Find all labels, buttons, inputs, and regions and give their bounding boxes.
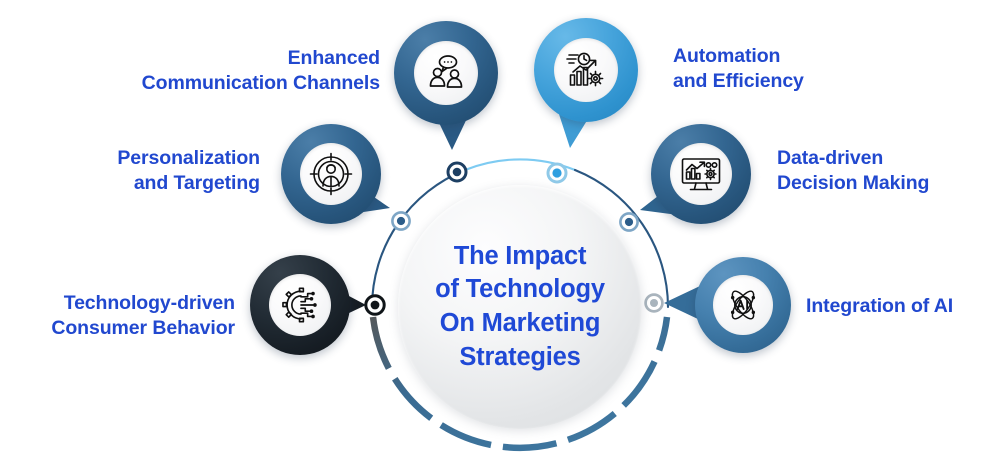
node-data-driven-decision-making[interactable]: [651, 124, 751, 224]
label-enhanced-communication-channels: Enhanced Communication Channels: [141, 47, 380, 95]
bubble-ring: [651, 124, 751, 224]
dot-top-left-core: [452, 167, 462, 177]
node-technology-driven-consumer-behavior[interactable]: [250, 255, 350, 355]
bubble-ring: [250, 255, 350, 355]
target-person-crosshair-icon: [309, 152, 353, 196]
dot-mid-left-ring: [364, 294, 386, 316]
dot-mid-left-core: [370, 300, 380, 310]
dot-top-right-core: [552, 168, 562, 178]
bubble-ring: [394, 21, 498, 125]
bar-chart-clock-gear-icon: [566, 52, 604, 87]
center-hub-title: The Impact of Technology On Marketing St…: [435, 241, 605, 371]
bubble-icon-well: [413, 40, 479, 106]
dot-mid-right-core: [650, 299, 658, 307]
bubble-icon-well: [553, 37, 619, 103]
dot-top-right-ring: [546, 162, 568, 184]
label-personalization-and-targeting: Personalization and Targeting: [117, 147, 260, 195]
node-integration-of-ai[interactable]: [695, 257, 791, 353]
bubble-ring: [281, 124, 381, 224]
bubble-icon-well: [300, 143, 362, 205]
node-enhanced-communication-channels[interactable]: [394, 21, 498, 125]
bubble-ring: [534, 18, 638, 122]
dot-top-left-ring: [446, 161, 468, 183]
thin-ring-arc-top: [463, 158, 577, 172]
monitor-chart-gear-icon: [681, 158, 721, 191]
label-integration-of-ai: Integration of AI: [806, 295, 954, 317]
bubble-ring: [695, 257, 791, 353]
bubble-icon-well: [713, 275, 773, 335]
dot-upper-right-ring: [619, 212, 639, 232]
bubble-icon-well: [670, 143, 732, 205]
label-technology-driven-consumer-behavior: Technology-driven Consumer Behavior: [51, 292, 235, 340]
atom-ai-icon: [730, 290, 756, 320]
dot-upper-right-core: [624, 217, 634, 227]
node-automation-and-efficiency[interactable]: [534, 18, 638, 122]
bubble-icon-well: [269, 274, 331, 336]
gear-circuit-icon: [282, 287, 317, 323]
center-hub: The Impact of Technology On Marketing St…: [398, 185, 642, 429]
dot-upper-left-ring: [391, 211, 411, 231]
dot-mid-right-ring: [644, 293, 664, 313]
node-personalization-and-targeting[interactable]: [281, 124, 381, 224]
label-data-driven-decision-making: Data-driven Decision Making: [777, 147, 930, 195]
label-automation-and-efficiency: Automation and Efficiency: [673, 45, 804, 93]
people-chat-bubble-icon: [429, 55, 463, 88]
dot-upper-left-core: [396, 216, 406, 226]
